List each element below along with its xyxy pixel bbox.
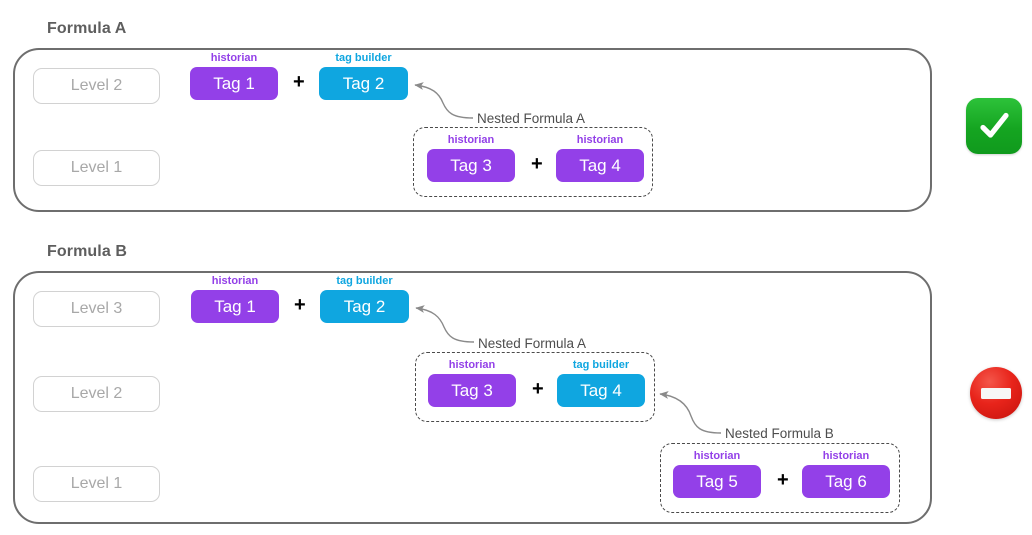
tag-kind-caption: historian [448,359,496,371]
tag-chip-tag-3[interactable]: Tag 3 [427,149,515,182]
tag-kind-caption: historian [210,52,258,64]
formula-b-level-1: Level 1 [33,466,160,502]
tag-chip-tag-3[interactable]: Tag 3 [428,374,516,407]
tag-chip-tag-5[interactable]: Tag 5 [673,465,761,498]
tag-chip-tag-4[interactable]: Tag 4 [557,374,645,407]
tag-chip-tag-6[interactable]: Tag 6 [802,465,890,498]
tag-chip-tag-1[interactable]: Tag 1 [190,67,278,100]
formula-b-nested-b-operator: + [777,469,789,491]
formula-b-nested-a-box [415,352,655,422]
green-check-icon [966,98,1022,154]
level-label: Level 1 [70,475,123,492]
level-label: Level 2 [70,385,123,402]
formula-a-nested-a-box [413,127,653,197]
level-label: Level 3 [70,300,123,317]
check-glyph [980,112,1009,138]
formula-b-container [13,271,932,524]
formula-b-nested-a-operator: + [532,378,544,400]
formula-b-nested-a-label: Nested Formula A [478,336,587,351]
tag-chip-tag-2[interactable]: Tag 2 [320,290,409,323]
tag-kind-caption: historian [211,275,259,287]
formula-b-operator: + [294,294,306,316]
formula-a-operator: + [293,71,305,93]
formula-b-title: Formula B [47,243,128,260]
tag-chip-tag-2[interactable]: Tag 2 [319,67,408,100]
formula-a-level-2: Level 2 [33,68,160,104]
formula-b-level-3: Level 3 [33,291,160,327]
no-entry-bar [981,387,1011,399]
formula-a-title: Formula A [47,20,127,37]
formula-b-nested-b-label: Nested Formula B [725,426,834,441]
tag-kind-caption: tag builder [335,52,392,64]
tag-chip-tag-1[interactable]: Tag 1 [191,290,279,323]
level-label: Level 1 [70,159,123,176]
tag-chip-tag-4[interactable]: Tag 4 [556,149,644,182]
tag-kind-caption: tag builder [336,275,393,287]
tag-kind-caption: tag builder [572,359,630,371]
formula-a-nested-a-label: Nested Formula A [477,111,586,126]
formula-a-nested-a-operator: + [531,153,543,175]
red-no-entry-icon [970,367,1022,419]
formula-b-status [970,367,1022,419]
formula-b-level-2: Level 2 [33,376,160,412]
tag-kind-caption: historian [822,450,870,462]
formula-a-status [966,98,1022,154]
tag-kind-caption: historian [447,134,495,146]
formula-b-nested-b-box [660,443,900,513]
tag-kind-caption: historian [576,134,624,146]
level-label: Level 2 [70,77,123,94]
formula-a-level-1: Level 1 [33,150,160,186]
tag-kind-caption: historian [693,450,741,462]
formula-a-container [13,48,932,212]
